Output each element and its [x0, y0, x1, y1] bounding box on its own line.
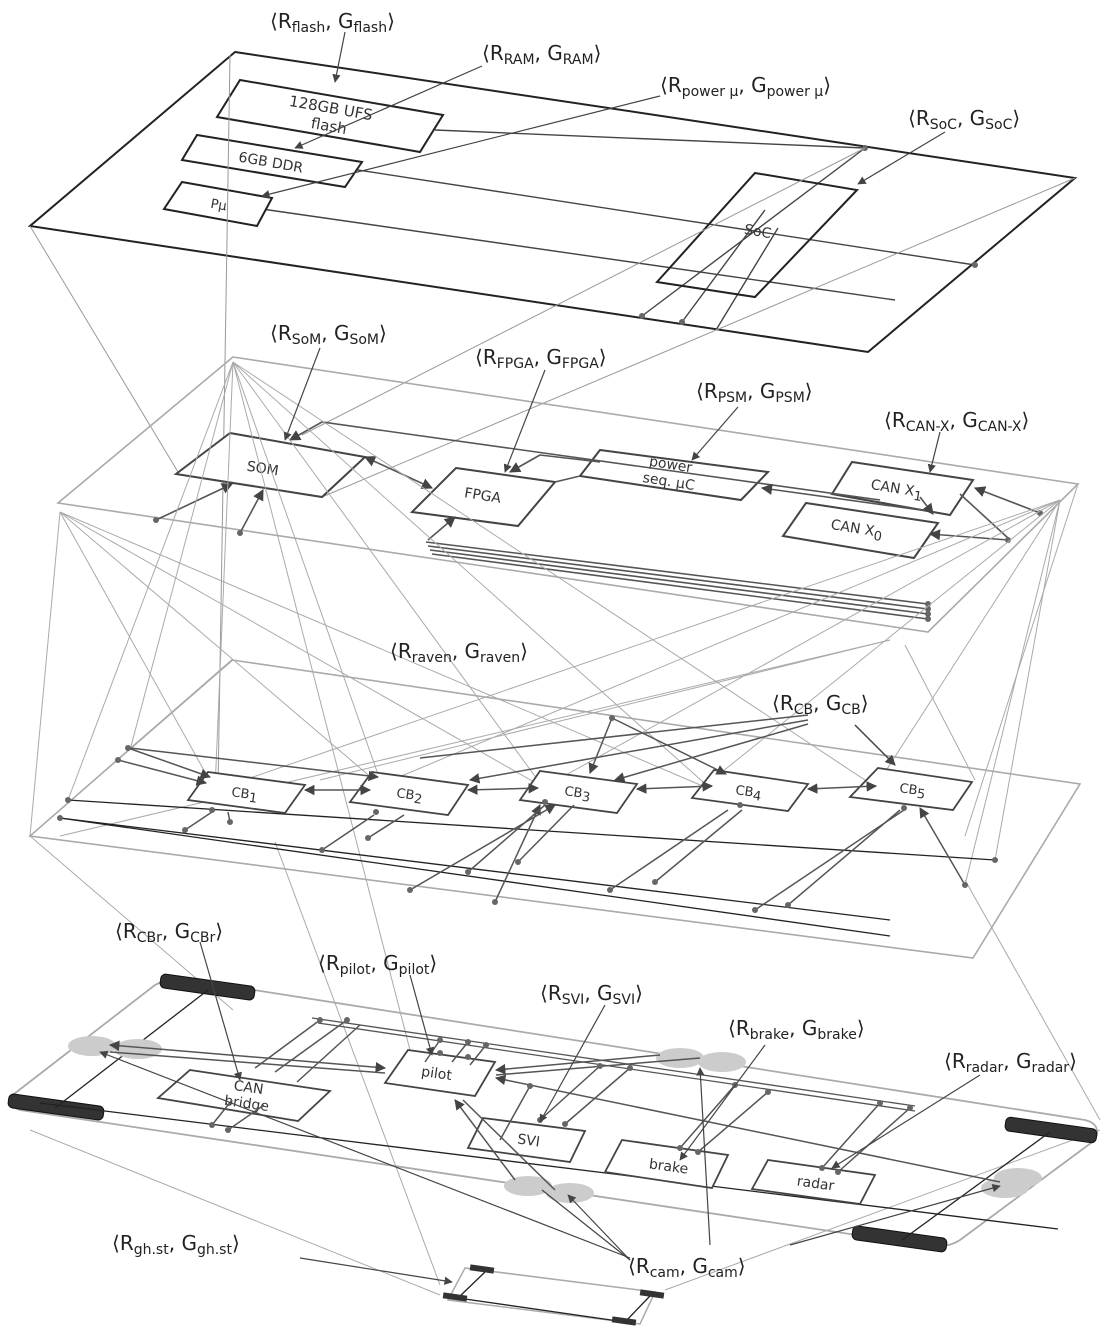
label-cb: ⟨RCB, GCB⟩	[772, 691, 869, 718]
brake-block-label: brake	[648, 1156, 689, 1177]
wheels	[7, 973, 1098, 1253]
svi-block-label: SVI	[516, 1132, 541, 1151]
soc-layer-plane	[27, 50, 1078, 354]
cameras	[68, 1036, 1042, 1203]
som-layer: SOM FPGA power seq. μC CAN X1 CAN X0	[56, 356, 1080, 633]
soc-block-label: SoC	[743, 222, 773, 243]
som-layer-plane	[56, 356, 1080, 633]
label-ram: ⟨RRAM, GRAM⟩	[482, 41, 601, 68]
label-fpga: ⟨RFPGA, GFPGA⟩	[475, 345, 607, 372]
pilot-block-label: pilot	[420, 1064, 453, 1084]
canx0-block-label: CAN X0	[829, 517, 884, 545]
wheel-front-right	[1004, 1116, 1098, 1144]
pmu-block-label: Pμ	[209, 197, 227, 215]
radar-block-label: radar	[796, 1174, 836, 1195]
label-pointers	[99, 31, 1001, 1285]
fpga-block: FPGA	[409, 466, 557, 528]
label-som: ⟨RSoM, GSoM⟩	[270, 321, 387, 348]
label-canx: ⟨RCAN-X, GCAN-X⟩	[884, 408, 1029, 435]
label-pilot: ⟨Rpilot, Gpilot⟩	[318, 951, 437, 978]
label-flash: ⟨Rflash, Gflash⟩	[270, 9, 395, 36]
label-psm: ⟨RPSM, GPSM⟩	[696, 379, 813, 406]
pmu-block: Pμ	[162, 180, 274, 228]
soc-layer-traces	[254, 129, 976, 331]
som-block: SOM	[173, 431, 368, 499]
wheel-front-left	[159, 973, 256, 1001]
cb-layer-dots	[57, 715, 998, 913]
can-bridge-line1: CAN	[233, 1078, 265, 1098]
pilot-block: pilot	[383, 1049, 497, 1097]
flash-block: 128GB UFS flash	[215, 78, 445, 154]
cb1-label: CB1	[230, 785, 259, 806]
som-layer-connections	[155, 421, 1041, 620]
label-soc: ⟨RSoC, GSoC⟩	[908, 106, 1020, 133]
soc-block: SoC	[655, 171, 860, 299]
cb5-label: CB5	[898, 781, 927, 802]
som-block-label: SOM	[246, 459, 280, 480]
svi-block: SVI	[466, 1117, 587, 1163]
can-bridge-block: CAN bridge	[155, 1069, 332, 1122]
cb3-label: CB3	[563, 784, 592, 805]
flash-block-line2: flash	[310, 114, 349, 138]
canx1-block-label: CAN X1	[869, 477, 924, 505]
soc-layer: 128GB UFS flash 6GB DDR Pμ SoC	[27, 50, 1078, 354]
canx1-block: CAN X1	[830, 460, 975, 517]
soc-layer-trace-dots	[639, 145, 978, 325]
cb2-label: CB2	[395, 786, 424, 807]
cb3-block: CB3	[518, 770, 639, 814]
wheel-rear-right	[851, 1225, 948, 1253]
cb-layer-plane	[28, 659, 1082, 959]
canx0-block: CAN X0	[781, 501, 940, 560]
vehicle-layer: CAN bridge pilot SVI brake radar	[7, 973, 1098, 1253]
ghost-station-layer	[442, 1264, 665, 1326]
label-raven: ⟨Rraven, Graven⟩	[390, 639, 528, 666]
cb2-block: CB2	[348, 771, 470, 816]
fpga-block-label: FPGA	[463, 485, 502, 507]
axles	[39, 989, 1059, 1241]
cb1-block: CB1	[186, 771, 307, 814]
label-ghst: ⟨Rgh.st, Ggh.st⟩	[112, 1231, 240, 1258]
radar-block: radar	[750, 1159, 877, 1205]
label-cam: ⟨Rcam, Gcam⟩	[628, 1254, 746, 1281]
cb-bus-lines	[59, 799, 996, 937]
brake-block: brake	[603, 1139, 730, 1189]
vehicle-bus-lines	[311, 1017, 916, 1112]
vehicle-outline	[11, 978, 1098, 1248]
label-radar: ⟨Rradar, Gradar⟩	[944, 1049, 1077, 1076]
som-layer-dots	[153, 510, 1043, 622]
label-svi: ⟨RSVI, GSVI⟩	[540, 981, 643, 1008]
label-brake: ⟨Rbrake, Gbrake⟩	[728, 1016, 865, 1043]
psm-block-line1: power	[648, 454, 693, 477]
label-cbr: ⟨RCBr, GCBr⟩	[115, 919, 223, 946]
cb4-label: CB4	[734, 783, 763, 804]
ram-block: 6GB DDR	[180, 133, 364, 189]
label-power: ⟨Rpower μ, Gpower μ⟩	[660, 73, 831, 100]
cb4-block: CB4	[690, 769, 810, 812]
psm-block: power seq. μC	[578, 448, 771, 502]
cb5-block: CB5	[848, 767, 974, 811]
cb-links	[117, 714, 966, 911]
cb-layer: CB1 CB2 CB3 CB4 CB5	[28, 659, 1082, 959]
